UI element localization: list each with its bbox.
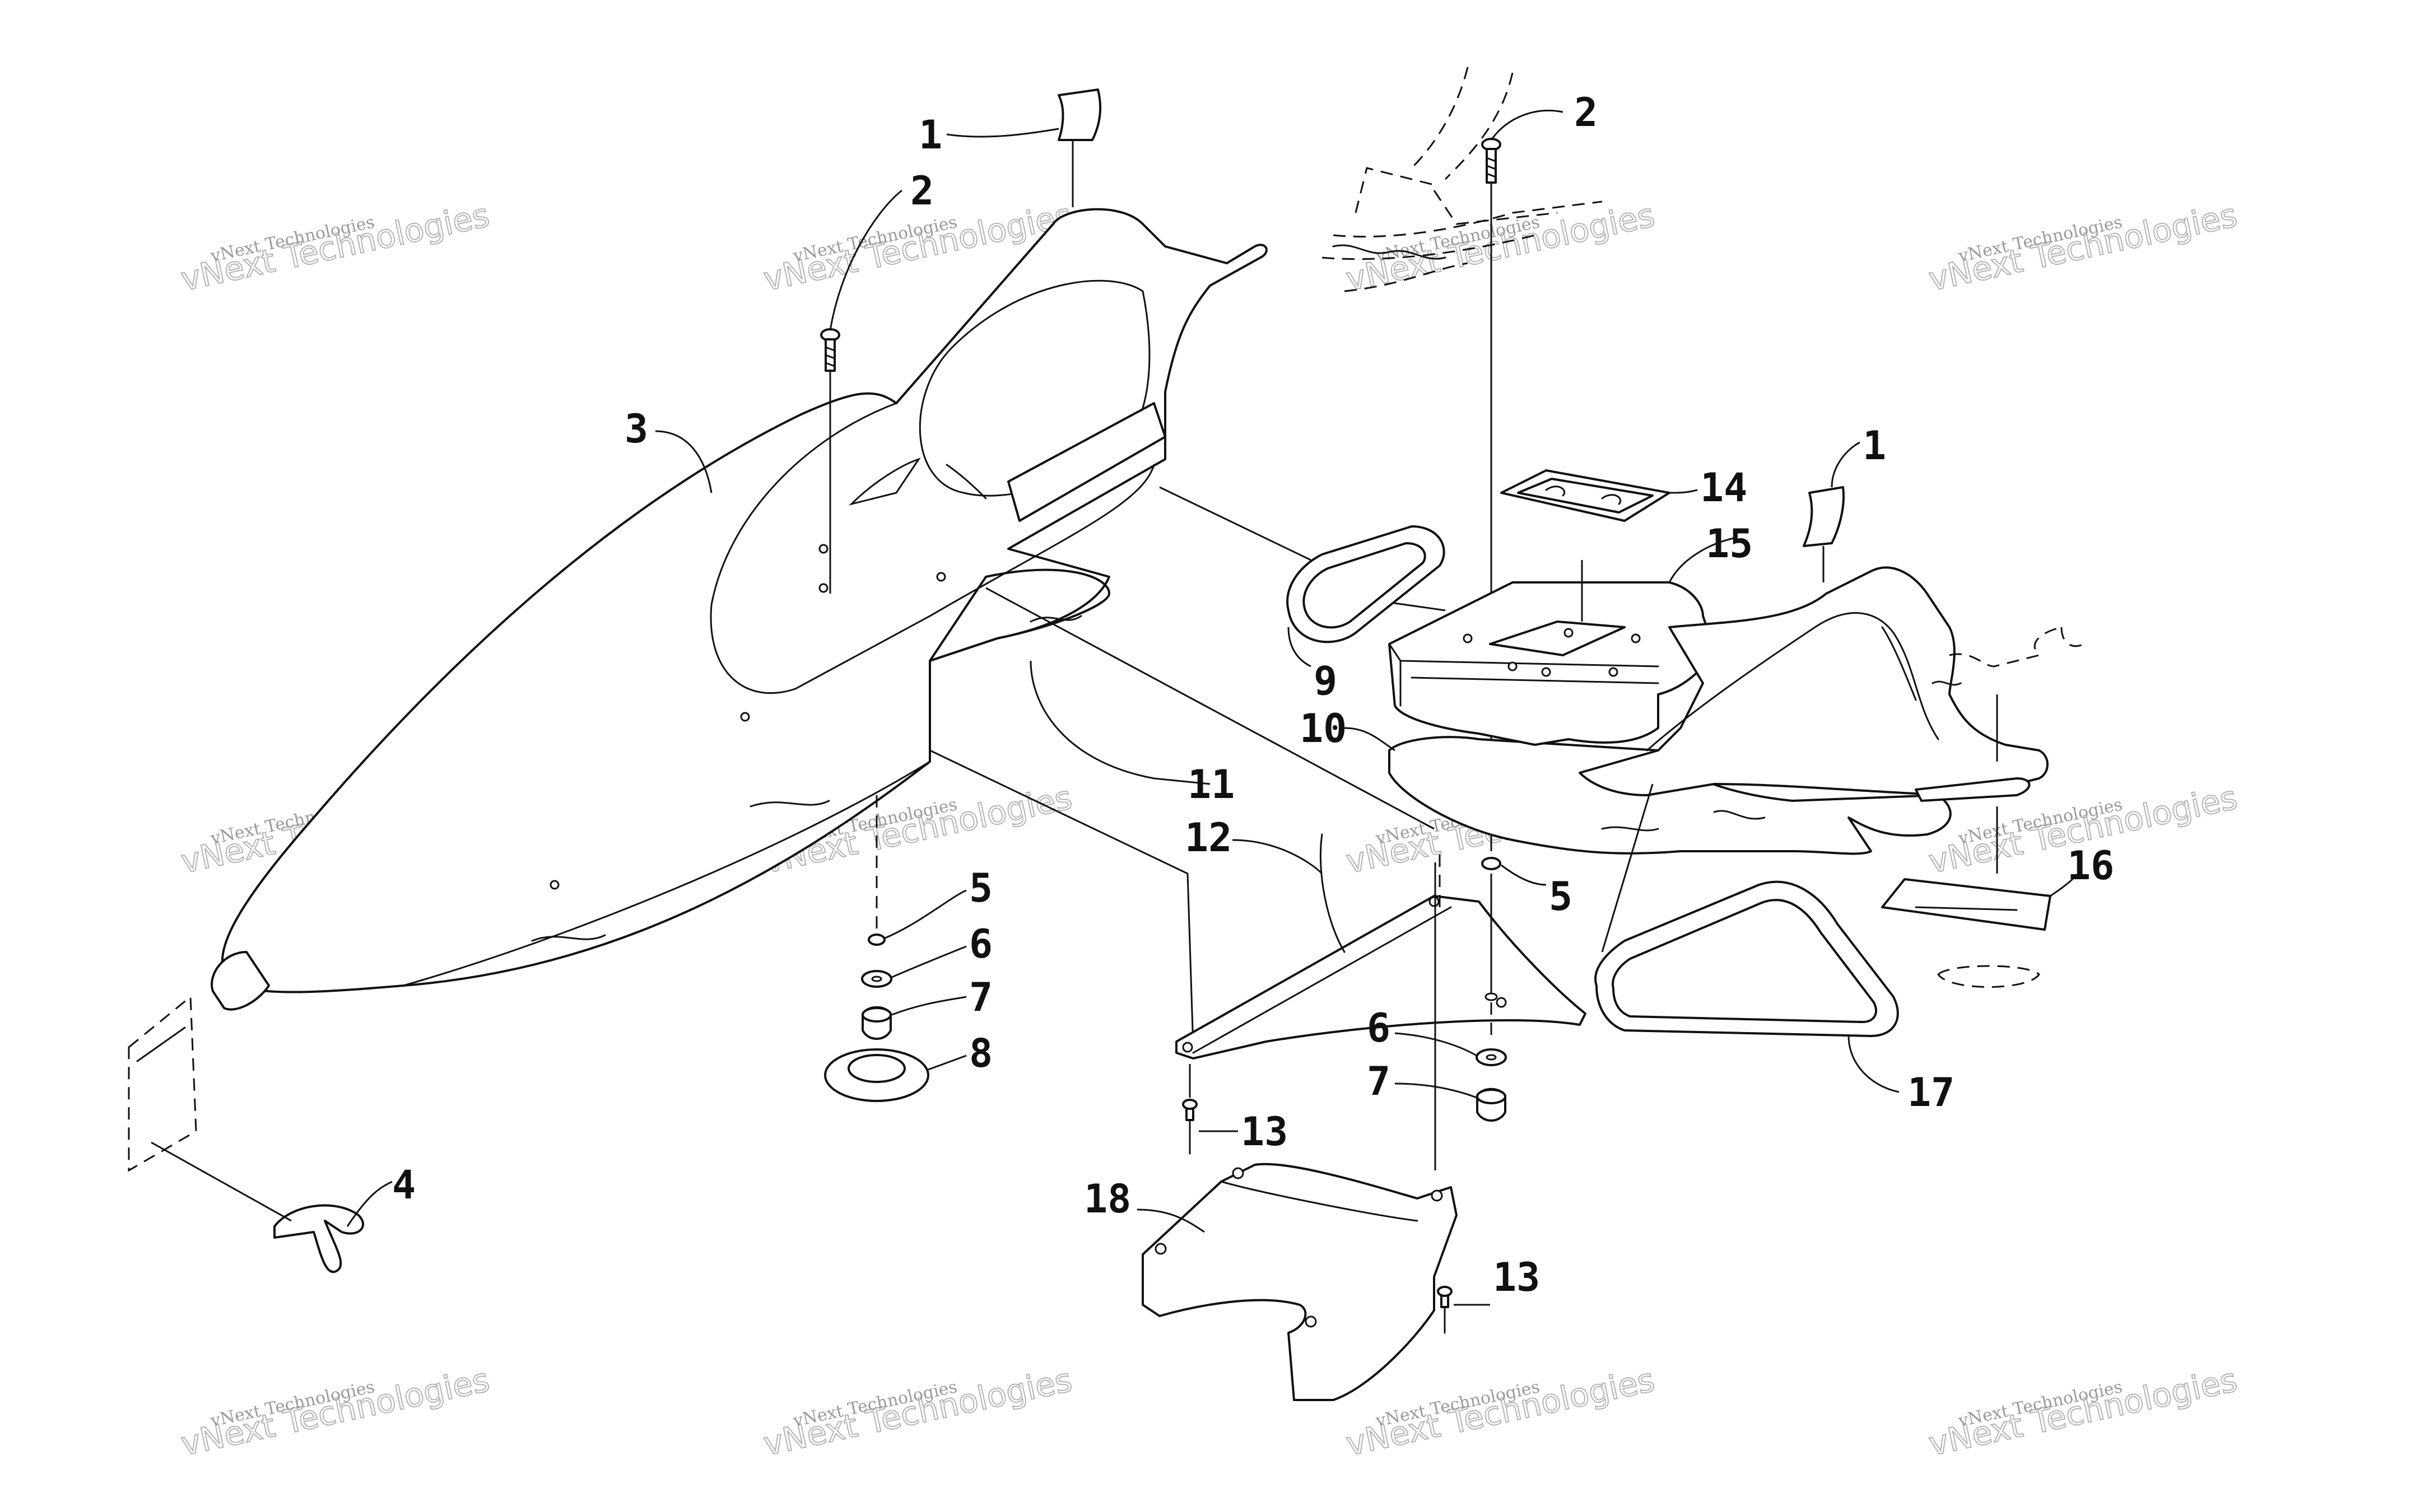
part-15-storage-seat (1366, 536, 2049, 802)
part-4-clip (128, 995, 393, 1273)
watermark-r3c3: vNext Technologies vNext Technologies (1342, 1360, 1658, 1464)
part-16-trim-plate (1881, 626, 2084, 988)
callout-11: 11 (1188, 762, 1235, 808)
watermark-r3c1: vNext Technologies vNext Technologies (177, 1360, 493, 1464)
callout-8: 8 (969, 1030, 993, 1076)
callout-12: 12 (1185, 815, 1232, 861)
part-5-right-nut (1481, 857, 1501, 870)
callout-7-right: 7 (1367, 1058, 1390, 1104)
callout-5-right: 5 (1549, 874, 1572, 920)
callout-17: 17 (1907, 1070, 1954, 1116)
part-5-left-nut (868, 934, 886, 946)
watermark-r3c4: vNext Technologies vNext Technologies (1925, 1360, 2241, 1464)
callout-4: 4 (392, 1162, 416, 1208)
watermark-r1c1: vNext Technologies vNext Technologies (177, 195, 493, 299)
callout-9: 9 (1314, 658, 1337, 704)
part-9-gasket (1159, 486, 1445, 668)
part-5-8-left-stack (824, 795, 929, 1102)
callout-18: 18 (1084, 1176, 1131, 1222)
watermark-r1c4: vNext Technologies vNext Technologies (1925, 195, 2241, 299)
callout-1-right: 1 (1863, 423, 1886, 469)
callout-16: 16 (2067, 843, 2114, 889)
watermark-r1c3: vNext Technologies vNext Technologies (1342, 195, 1658, 299)
part-11-side-panel (929, 568, 1435, 1048)
callout-labels: 1 2 2 1 3 4 5 6 7 8 9 10 11 12 13 13 14 … (392, 90, 2114, 1300)
callout-5-left: 5 (969, 865, 993, 911)
watermark-r3c2: vNext Technologies vNext Technologies (760, 1360, 1076, 1464)
part-1-top-grip-pad (1058, 88, 1102, 207)
callout-2-left: 2 (910, 168, 934, 214)
part-2-left-screw (820, 189, 902, 594)
part-18-lower-bracket (1137, 1163, 1458, 1401)
callout-15: 15 (1706, 521, 1753, 567)
callout-6-left: 6 (969, 921, 993, 967)
callout-2-right: 2 (1574, 90, 1598, 136)
frame-dashed-reference (1321, 67, 1603, 292)
callout-14: 14 (1700, 465, 1747, 511)
callout-6-right: 6 (1367, 1005, 1390, 1051)
callout-10: 10 (1300, 706, 1347, 752)
part-1-right-grip-pad (1803, 441, 1860, 582)
part-14-seal-plate (1500, 469, 1698, 522)
callout-7-left: 7 (969, 974, 993, 1020)
callout-13-left: 13 (1241, 1109, 1288, 1155)
part-13-rivets (1182, 1064, 1490, 1334)
part-12-lower-panel (1175, 833, 1586, 1060)
callout-13-right: 13 (1493, 1254, 1540, 1300)
part-17-triangle-gasket (1594, 783, 1900, 1093)
callout-3: 3 (625, 406, 648, 452)
callout-1-top: 1 (919, 112, 942, 158)
part-5-7-right-stack (1434, 767, 1547, 1170)
part-3-hood-body (211, 208, 1268, 1011)
